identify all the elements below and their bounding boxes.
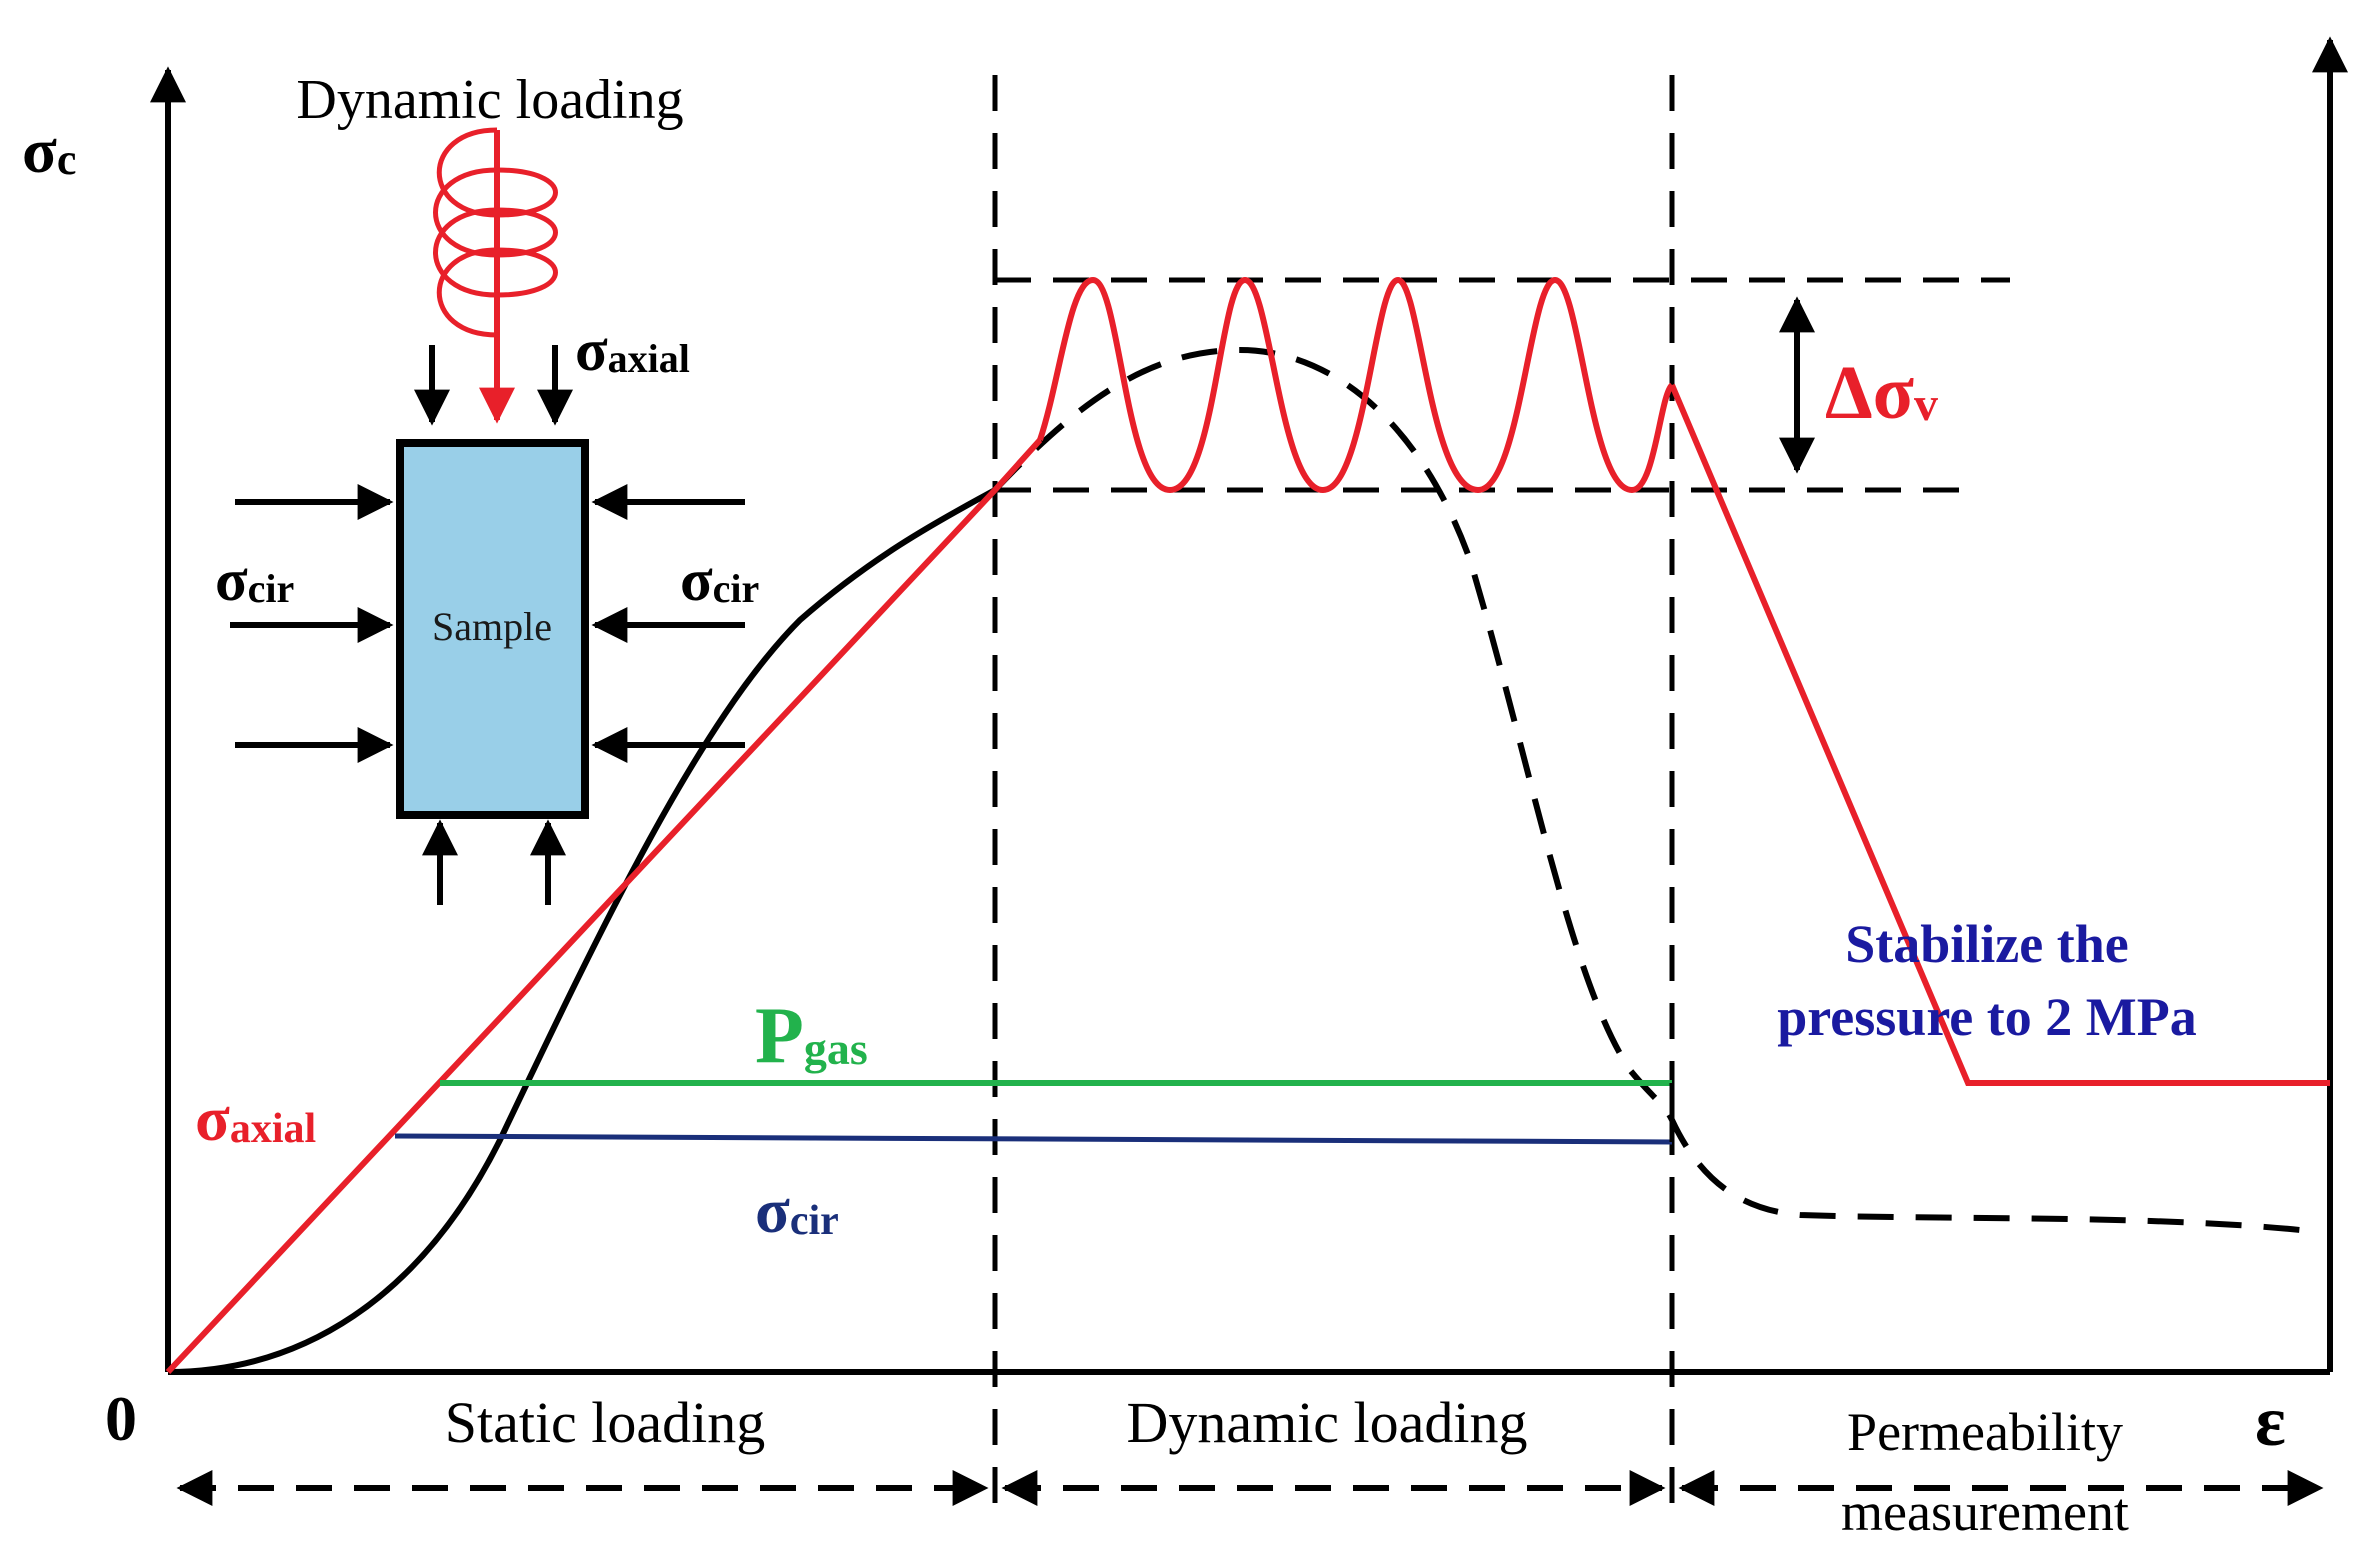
phase-permeability-label-1: Permeability	[1847, 1402, 2123, 1462]
confining-stress-line	[394, 1133, 1673, 1145]
cir-curve-label: σcir	[755, 1175, 839, 1246]
y-axis-subscript: c	[57, 135, 77, 184]
inset-dynamic-loading-label: Dynamic loading	[296, 69, 683, 131]
phase-dividers	[992, 75, 1675, 1525]
inset-cir-label-left: σcir	[215, 547, 294, 613]
delta-sigma-symbol: Δσ	[1825, 351, 1914, 435]
inset-cir-right-symbol: σ	[680, 547, 713, 613]
strain-curve-dashed	[992, 346, 2301, 1233]
sample-label: Sample	[432, 604, 552, 649]
axial-stress-curve	[165, 276, 2330, 1375]
cir-curve-subscript: cir	[790, 1198, 839, 1244]
delta-sigma-subscript: v	[1914, 378, 1938, 431]
pgas-label: Pgas	[755, 992, 868, 1080]
axial-curve-subscript: axial	[230, 1106, 316, 1152]
inset-cir-label-right: σcir	[680, 547, 759, 613]
y-axis-label: σc	[22, 115, 76, 186]
axial-curve-symbol: σ	[195, 1083, 230, 1154]
phase-static-label: Static loading	[445, 1390, 766, 1455]
axial-curve-label: σaxial	[195, 1083, 316, 1154]
y-axis-symbol: σ	[22, 115, 57, 186]
spring-icon	[433, 127, 558, 338]
origin-label: 0	[105, 1383, 137, 1454]
inset-axial-subscript: axial	[608, 336, 690, 381]
sample-block	[396, 439, 589, 819]
inset-axial-symbol: σ	[575, 317, 608, 383]
pgas-subscript: gas	[804, 1023, 868, 1074]
delta-sigma-label: Δσv	[1825, 351, 1938, 435]
sample-inset: Sample Dynamic loading σaxial σcir σcir	[215, 69, 759, 905]
inset-cir-left-subscript: cir	[248, 566, 295, 611]
axes	[150, 36, 2348, 1375]
cir-curve-symbol: σ	[755, 1175, 790, 1246]
annotation-line-1: Stabilize the	[1845, 914, 2128, 974]
phase-dynamic-label: Dynamic loading	[1126, 1390, 1527, 1455]
inset-cir-left-symbol: σ	[215, 547, 248, 613]
pgas-symbol: P	[755, 992, 804, 1080]
x-axis-label: ε	[2255, 1381, 2286, 1461]
annotation-line-2: pressure to 2 MPa	[1777, 987, 2196, 1047]
inset-axial-label: σaxial	[575, 317, 690, 383]
inset-cir-right-subscript: cir	[713, 566, 760, 611]
strain-curve-solid	[167, 487, 997, 1375]
